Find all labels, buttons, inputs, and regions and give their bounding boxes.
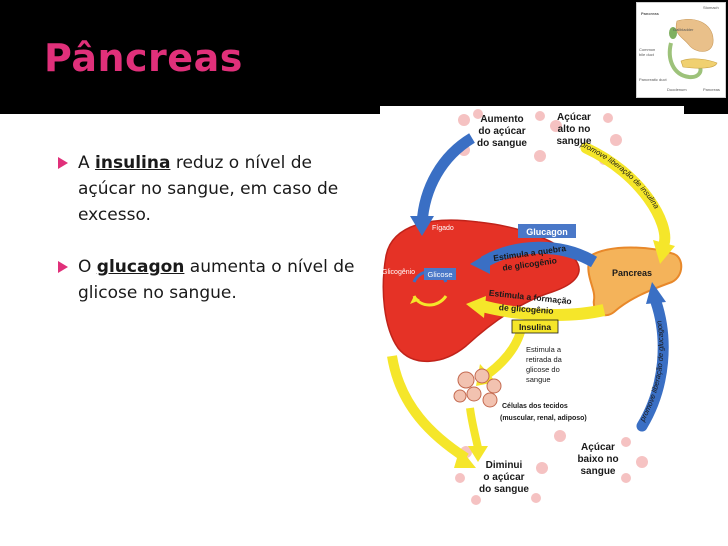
pancreas-anatomy-thumbnail: Pancreas Stomach Gallbladder Common bile… [636, 2, 726, 98]
liver-shape [382, 219, 580, 362]
keyword-insulina: insulina [95, 153, 171, 173]
formacao-line-2: de glicogênio [499, 302, 554, 316]
arrow-glucagon-label: promove liberação de glucagon [637, 320, 665, 424]
box-acucar-alto-line-3: sangue [556, 136, 591, 147]
insulina-label-box [511, 319, 559, 334]
retirada-line-4: sangue [526, 375, 551, 384]
bullet-text-after: reduz o nível de açúcar no sangue, em ca… [78, 153, 339, 225]
thumb-label: Pancreas [641, 11, 659, 16]
box-acucar-baixo-line-2: baixo no [577, 454, 618, 465]
glicose-label-box [424, 268, 456, 280]
box-acucar-baixo-line-3: sangue [580, 466, 615, 477]
title-bar: Pâncreas Pancreas Stomach Gallbladder Co… [0, 0, 728, 114]
thumb-label: Stomach [703, 5, 719, 10]
celulas-line-2: (muscular, renal, adiposo) [500, 415, 587, 422]
glucose-regulation-diagram: Aumento do açúcar do sangue Açúcar alto … [380, 106, 684, 510]
box-aumento-line-2: do açúcar [478, 126, 525, 137]
glicose-label: Glicose [427, 270, 452, 279]
glucagon-label: Glucagon [526, 227, 568, 237]
box-diminui-line-3: do sangue [479, 484, 529, 495]
arrow-insulin-to-liver [480, 300, 606, 321]
thumb-label: Pancreatic duct [639, 77, 667, 82]
bullet-arrow-icon [58, 261, 68, 273]
retirada-line-3: glicose do [526, 365, 560, 374]
thumb-label: Common bile duct [639, 47, 656, 57]
box-diminui-line-1: Diminui [486, 460, 523, 471]
glicogenio-label: Glicogênio [382, 269, 415, 276]
thumb-label: Gallbladder [673, 27, 694, 32]
bullet-arrow-icon [58, 157, 68, 169]
liver-label: Fígado [432, 225, 454, 232]
bullet-item-glucagon: O glucagon aumenta o nível de glicose no… [58, 254, 358, 306]
glucagon-label-box [518, 224, 576, 238]
celulas-line-1: Células dos tecidos [502, 403, 568, 410]
bullet-item-insulina: A insulina reduz o nível de açúcar no sa… [58, 150, 358, 228]
box-diminui-line-2: o açúcar [483, 472, 524, 483]
bullet-text-before: O [78, 257, 97, 277]
thumb-label: Pancreas [703, 87, 720, 92]
pancreas-anatomy-illustration [667, 19, 718, 80]
arrow-glucagon-release [636, 296, 669, 432]
bullet-text-before: A [78, 153, 96, 173]
arrow-aumento-to-liver [416, 133, 475, 225]
bullet-text-after: aumenta o nível de glicose no sangue. [78, 257, 355, 303]
box-acucar-baixo-line-1: Açúcar [581, 442, 615, 453]
box-acucar-alto-line-2: alto no [558, 124, 591, 135]
box-acucar-alto-line-1: Açúcar [557, 112, 591, 123]
arrow-glucagon-to-liver [481, 241, 598, 268]
pancreas-label: Pancreas [612, 268, 652, 278]
retirada-line-2: retirada da [526, 355, 563, 364]
arrow-insulin-release [580, 142, 671, 250]
insulina-label: Insulina [519, 322, 551, 332]
slide-title: Pâncreas [44, 36, 243, 80]
box-aumento-line-3: do sangue [477, 138, 527, 149]
retirada-line-1: Estimula a [526, 345, 562, 354]
box-aumento-line-1: Aumento [480, 114, 523, 125]
arrow-liver-to-diminui [387, 355, 469, 463]
thumb-label: Duodenum [667, 87, 687, 92]
arrow-cells-to-diminui [466, 407, 482, 449]
tissue-cells-icon [453, 368, 502, 408]
bullet-list: A insulina reduz o nível de açúcar no sa… [58, 150, 358, 332]
keyword-glucagon: glucagon [96, 257, 185, 277]
